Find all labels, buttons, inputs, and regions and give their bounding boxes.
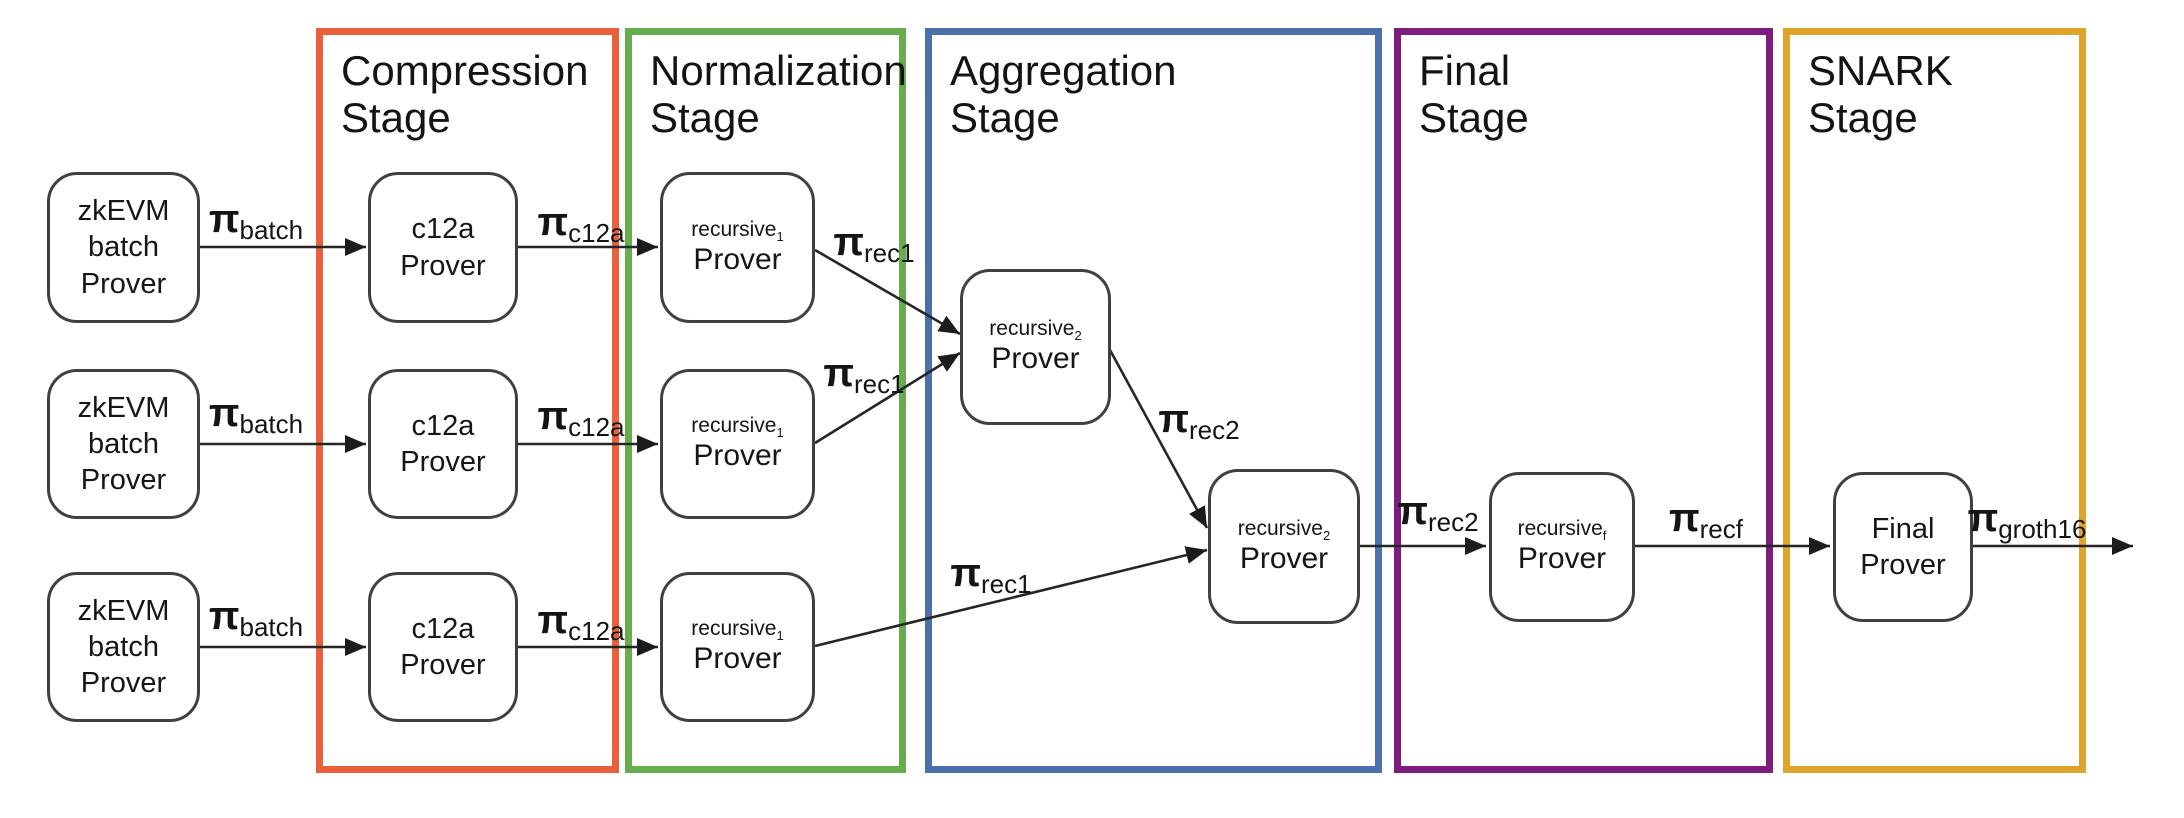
node-label: c12a Prover — [400, 612, 486, 681]
node-label: Prover — [693, 242, 782, 276]
stage-frame-normalization: Normalization Stage — [625, 28, 907, 773]
node-recursive1-prover-2: recursive1 Prover — [660, 369, 815, 519]
node-c12a-prover-3: c12a Prover — [368, 572, 518, 722]
node-recursivef-prover: recursivef Prover — [1489, 472, 1635, 622]
node-label: zkEVM batch Prover — [77, 594, 170, 700]
node-label-small: recursive2 — [989, 317, 1082, 344]
node-final-prover: Final Prover — [1833, 472, 1973, 622]
node-recursive2-prover-lower: recursive2 Prover — [1208, 469, 1360, 624]
node-label: zkEVM batch Prover — [77, 195, 170, 300]
arrow-pi-rec1-1 — [814, 248, 961, 336]
node-label: Prover — [1517, 542, 1607, 576]
node-recursive1-prover-1: recursive1 Prover — [660, 172, 815, 323]
node-zkevm-batch-prover-3: zkEVM batch Prover — [47, 572, 200, 722]
node-c12a-prover-2: c12a Prover — [368, 369, 518, 519]
node-label: Final Prover — [1860, 512, 1946, 581]
stage-frame-compression: Compression Stage — [316, 28, 619, 773]
stage-title-snark: SNARK Stage — [1808, 47, 1953, 142]
node-label-small: recursive1 — [691, 617, 784, 644]
node-label: Prover — [1239, 541, 1329, 575]
node-zkevm-batch-prover-1: zkEVM batch Prover — [47, 172, 200, 323]
arrow-pi-rec1-2 — [814, 351, 961, 445]
node-label: zkEVM batch Prover — [77, 391, 170, 497]
stage-frame-snark: SNARK Stage — [1783, 28, 2086, 773]
node-label-small: recursive2 — [1237, 516, 1331, 543]
node-label: c12a Prover — [400, 213, 486, 282]
node-label-small: recursive1 — [691, 414, 784, 441]
node-label: Prover — [991, 342, 1080, 376]
arrow-pi-rec1-3 — [814, 546, 1208, 648]
node-zkevm-batch-prover-2: zkEVM batch Prover — [47, 369, 200, 519]
stage-title-aggregation: Aggregation Stage — [950, 47, 1177, 142]
node-label: c12a Prover — [400, 409, 486, 478]
stage-frame-final: Final Stage — [1394, 28, 1773, 773]
node-label-small: recursive1 — [691, 217, 784, 244]
node-recursive1-prover-3: recursive1 Prover — [660, 572, 815, 722]
node-c12a-prover-1: c12a Prover — [368, 172, 518, 323]
arrow-pi-rec2-1 — [1108, 349, 1209, 529]
node-label-small: recursivef — [1517, 517, 1607, 544]
node-recursive2-prover-upper: recursive2 Prover — [960, 269, 1111, 425]
stage-title-compression: Compression Stage — [341, 47, 589, 142]
stage-title-normalization: Normalization Stage — [650, 47, 907, 142]
node-label: Prover — [693, 642, 782, 676]
node-label: Prover — [693, 439, 782, 473]
stage-frame-aggregation: Aggregation Stage — [925, 28, 1382, 773]
stage-title-final: Final Stage — [1419, 47, 1529, 142]
